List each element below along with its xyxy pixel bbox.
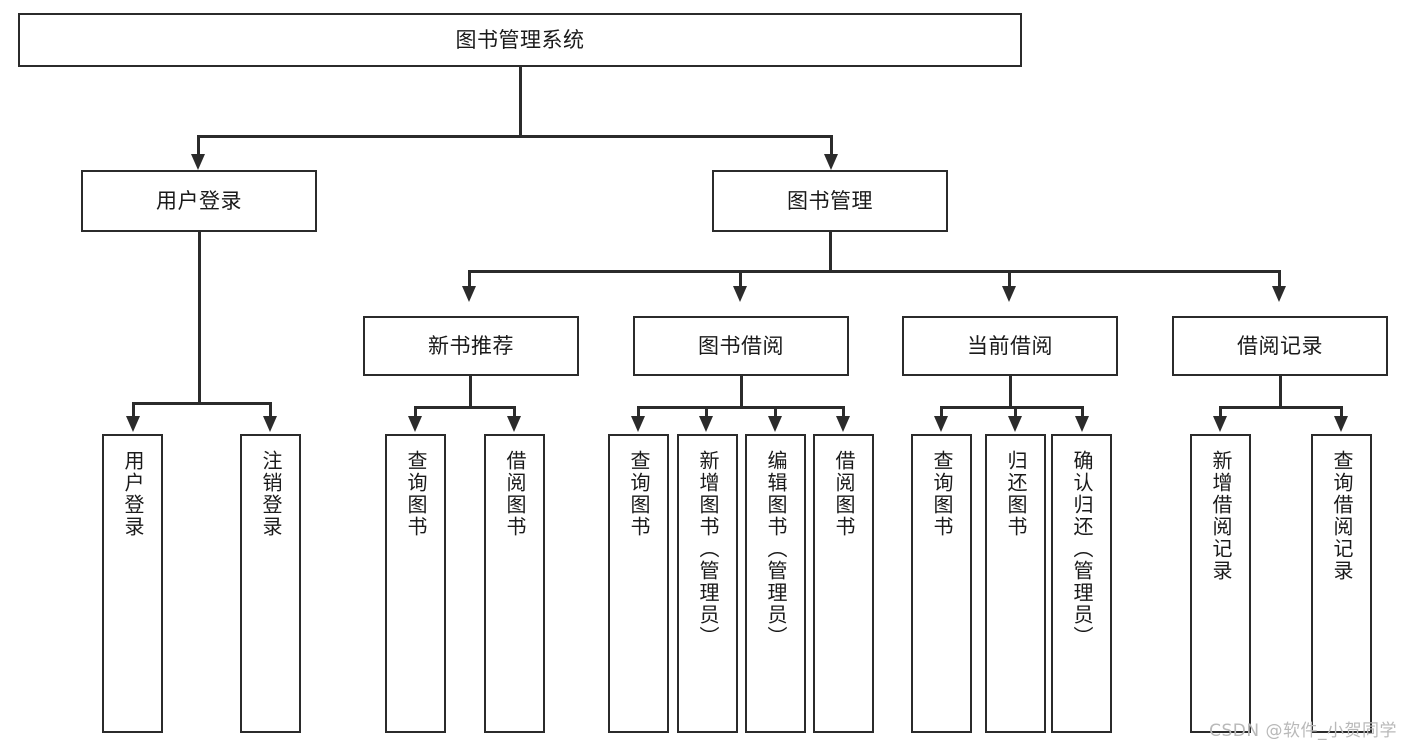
connector-br-leaf1 xyxy=(1219,406,1222,418)
connector-user-login-leaf1 xyxy=(132,402,135,418)
leaf-bb-edit-book[interactable]: 编辑图书（管理员） xyxy=(745,434,806,733)
connector-nbr-leaf1 xyxy=(414,406,417,418)
connector-to-new-book-rec xyxy=(468,270,471,288)
leaf-cb-return-book-label: 归还图书 xyxy=(1004,450,1028,538)
node-current-borrow-label: 当前借阅 xyxy=(967,333,1053,358)
arrowhead-cb-return-book xyxy=(1008,416,1022,432)
node-user-login[interactable]: 用户登录 xyxy=(81,170,317,232)
arrowhead-current-borrow xyxy=(1002,286,1016,302)
connector-to-borrow-record xyxy=(1278,270,1281,288)
leaf-user-login[interactable]: 用户登录 xyxy=(102,434,163,733)
arrowhead-book-borrow xyxy=(733,286,747,302)
connector-new-book-rec-stem xyxy=(469,376,472,408)
arrowhead-leaf-user-login xyxy=(126,416,140,432)
node-book-borrow-label: 图书借阅 xyxy=(698,333,784,358)
node-book-borrow[interactable]: 图书借阅 xyxy=(633,316,849,376)
node-new-book-recommend-label: 新书推荐 xyxy=(428,333,514,358)
connector-to-current-borrow xyxy=(1008,270,1011,288)
leaf-nbr-borrow-book[interactable]: 借阅图书 xyxy=(484,434,545,733)
leaf-bb-add-book-label: 新增图书（管理员） xyxy=(696,450,720,648)
node-user-login-label: 用户登录 xyxy=(156,188,242,213)
leaf-br-add-record-label: 新增借阅记录 xyxy=(1209,450,1233,582)
arrowhead-leaf-logout xyxy=(263,416,277,432)
arrowhead-br-add-record xyxy=(1213,416,1227,432)
connector-book-mgmt-stem xyxy=(829,232,832,272)
connector-borrow-record-stem xyxy=(1279,376,1282,408)
leaf-cb-query-book[interactable]: 查询图书 xyxy=(911,434,972,733)
connector-nbr-leaf2 xyxy=(513,406,516,418)
leaf-nbr-borrow-book-label: 借阅图书 xyxy=(503,450,527,538)
node-borrow-record-label: 借阅记录 xyxy=(1237,333,1323,358)
arrowhead-bb-add-book xyxy=(699,416,713,432)
leaf-br-query-record-label: 查询借阅记录 xyxy=(1330,450,1354,582)
leaf-cb-confirm-return[interactable]: 确认归还（管理员） xyxy=(1051,434,1112,733)
connector-user-login-bus xyxy=(132,402,271,405)
leaf-br-query-record[interactable]: 查询借阅记录 xyxy=(1311,434,1372,733)
connector-cb-leaf3 xyxy=(1081,406,1084,418)
leaf-cb-return-book[interactable]: 归还图书 xyxy=(985,434,1046,733)
leaf-bb-borrow-book[interactable]: 借阅图书 xyxy=(813,434,874,733)
connector-cb-leaf2 xyxy=(1014,406,1017,418)
connector-book-borrow-stem xyxy=(740,376,743,408)
connector-to-book-borrow xyxy=(739,270,742,288)
arrowhead-new-book-rec xyxy=(462,286,476,302)
connector-cb-leaf1 xyxy=(940,406,943,418)
connector-book-mgmt-bus xyxy=(468,270,1280,273)
arrowhead-nbr-query-book xyxy=(408,416,422,432)
leaf-cb-confirm-return-label: 确认归还（管理员） xyxy=(1070,450,1094,648)
connector-root-bus xyxy=(197,135,832,138)
connector-bb-leaf2 xyxy=(705,406,708,418)
node-book-management[interactable]: 图书管理 xyxy=(712,170,948,232)
connector-book-borrow-bus xyxy=(637,406,844,409)
arrowhead-book-mgmt xyxy=(824,154,838,170)
leaf-cb-query-book-label: 查询图书 xyxy=(930,450,954,538)
connector-br-leaf2 xyxy=(1340,406,1343,418)
arrowhead-bb-edit-book xyxy=(768,416,782,432)
leaf-logout[interactable]: 注销登录 xyxy=(240,434,301,733)
leaf-logout-label: 注销登录 xyxy=(259,450,283,538)
connector-borrow-record-bus xyxy=(1219,406,1343,409)
arrowhead-bb-query-book xyxy=(631,416,645,432)
arrowhead-user-login xyxy=(191,154,205,170)
connector-bb-leaf1 xyxy=(637,406,640,418)
connector-current-borrow-stem xyxy=(1009,376,1012,408)
connector-user-login-stem xyxy=(198,232,201,404)
connector-current-borrow-bus xyxy=(940,406,1082,409)
connector-root-to-user-login xyxy=(197,135,200,160)
leaf-bb-borrow-book-label: 借阅图书 xyxy=(832,450,856,538)
node-current-borrow[interactable]: 当前借阅 xyxy=(902,316,1118,376)
leaf-bb-edit-book-label: 编辑图书（管理员） xyxy=(764,450,788,648)
leaf-bb-query-book[interactable]: 查询图书 xyxy=(608,434,669,733)
arrowhead-cb-query-book xyxy=(934,416,948,432)
node-borrow-record[interactable]: 借阅记录 xyxy=(1172,316,1388,376)
connector-root-stem xyxy=(519,67,522,137)
arrowhead-cb-confirm-return xyxy=(1075,416,1089,432)
watermark: CSDN @软件_小贺同学 xyxy=(1209,721,1397,741)
arrowhead-nbr-borrow-book xyxy=(507,416,521,432)
arrowhead-bb-borrow-book xyxy=(836,416,850,432)
leaf-bb-query-book-label: 查询图书 xyxy=(627,450,651,538)
connector-bb-leaf3 xyxy=(774,406,777,418)
leaf-nbr-query-book-label: 查询图书 xyxy=(404,450,428,538)
node-new-book-recommend[interactable]: 新书推荐 xyxy=(363,316,579,376)
node-book-management-label: 图书管理 xyxy=(787,188,873,213)
leaf-user-login-label: 用户登录 xyxy=(121,450,145,538)
arrowhead-br-query-record xyxy=(1334,416,1348,432)
connector-user-login-leaf2 xyxy=(269,402,272,418)
node-root-label: 图书管理系统 xyxy=(455,27,585,52)
node-root[interactable]: 图书管理系统 xyxy=(18,13,1022,67)
leaf-nbr-query-book[interactable]: 查询图书 xyxy=(385,434,446,733)
connector-new-book-rec-bus xyxy=(414,406,514,409)
connector-bb-leaf4 xyxy=(842,406,845,418)
arrowhead-borrow-record xyxy=(1272,286,1286,302)
leaf-bb-add-book[interactable]: 新增图书（管理员） xyxy=(677,434,738,733)
leaf-br-add-record[interactable]: 新增借阅记录 xyxy=(1190,434,1251,733)
connector-root-to-book-mgmt xyxy=(830,135,833,160)
